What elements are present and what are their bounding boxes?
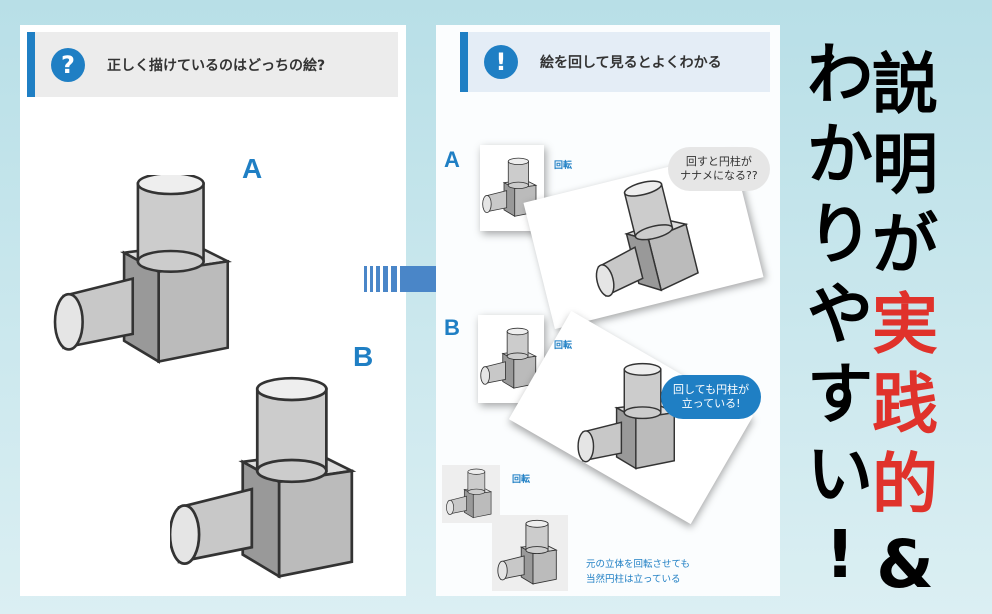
label-a: A [444, 147, 460, 172]
answer-panel: ! 絵を回して見るとよくわかる A 回転 回すと円柱がナナメになる?? B 回転… [436, 25, 780, 596]
label-a: A [242, 153, 263, 184]
headline-char: 説 [872, 46, 938, 123]
label-b: B [353, 341, 374, 372]
headline-char: 実 [872, 286, 938, 363]
photo-original [442, 465, 500, 523]
answer-header: ! 絵を回して見るとよくわかる [460, 32, 770, 92]
headline-char: 明 [872, 126, 938, 203]
speech-bubble-a: 回すと円柱がナナメになる?? [668, 147, 770, 191]
headline-char: り [807, 196, 873, 273]
headline-char: い [807, 436, 873, 513]
headline-char: わ [807, 36, 873, 113]
headline-char: 的 [872, 446, 938, 523]
headline-char: す [807, 356, 873, 433]
header-accent-bar [27, 32, 35, 97]
rotate-label-a: 回転 [554, 161, 573, 171]
label-b: B [444, 315, 460, 340]
question-title: 正しく描けているのはどっちの絵? [107, 57, 326, 74]
question-panel: ? 正しく描けているのはどっちの絵? A B [20, 25, 406, 596]
headline-column-2: わ か り や す い ! [800, 35, 880, 595]
sketch-a [53, 175, 230, 363]
speech-bubble-b: 回しても円柱が立っている! [661, 375, 762, 419]
headline-char: & [876, 526, 934, 603]
sketch-b [170, 376, 354, 578]
rotate-label-c: 回転 [512, 475, 531, 485]
question-icon: ? [51, 47, 85, 82]
headline-char: や [807, 276, 873, 353]
question-header: ? 正しく描けているのはどっちの絵? [27, 32, 398, 97]
answer-title: 絵を回して見るとよくわかる [540, 55, 722, 71]
rotate-label-b: 回転 [554, 341, 573, 351]
headline-char: 践 [872, 366, 938, 443]
headline-char: が [872, 206, 938, 283]
header-accent-bar [460, 32, 468, 92]
headline-column-1: 説 明 が 実 践 的 & [865, 45, 945, 605]
photo-caption: 元の立体を回転させても当然円柱は立っている [586, 559, 691, 585]
photo-rotated [492, 515, 568, 591]
exclamation-icon: ! [484, 45, 518, 79]
headline-char: か [807, 116, 873, 193]
headline-char: ! [824, 516, 856, 593]
